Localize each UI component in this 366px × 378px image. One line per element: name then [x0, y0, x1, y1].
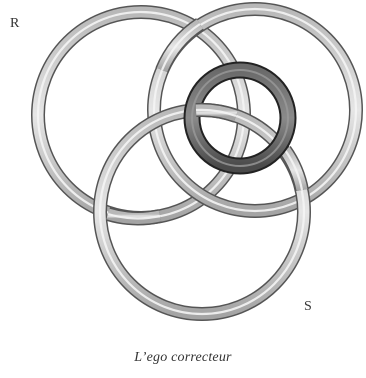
label-s: S	[304, 300, 312, 314]
diagram-caption: L’ego correcteur	[0, 350, 366, 366]
crossing-patch-bottom-over-ego	[196, 110, 236, 116]
crossing-patch-right-over-left	[162, 24, 200, 70]
label-r: R	[10, 17, 19, 31]
crossing-patch-left-over-bottom	[108, 214, 160, 218]
